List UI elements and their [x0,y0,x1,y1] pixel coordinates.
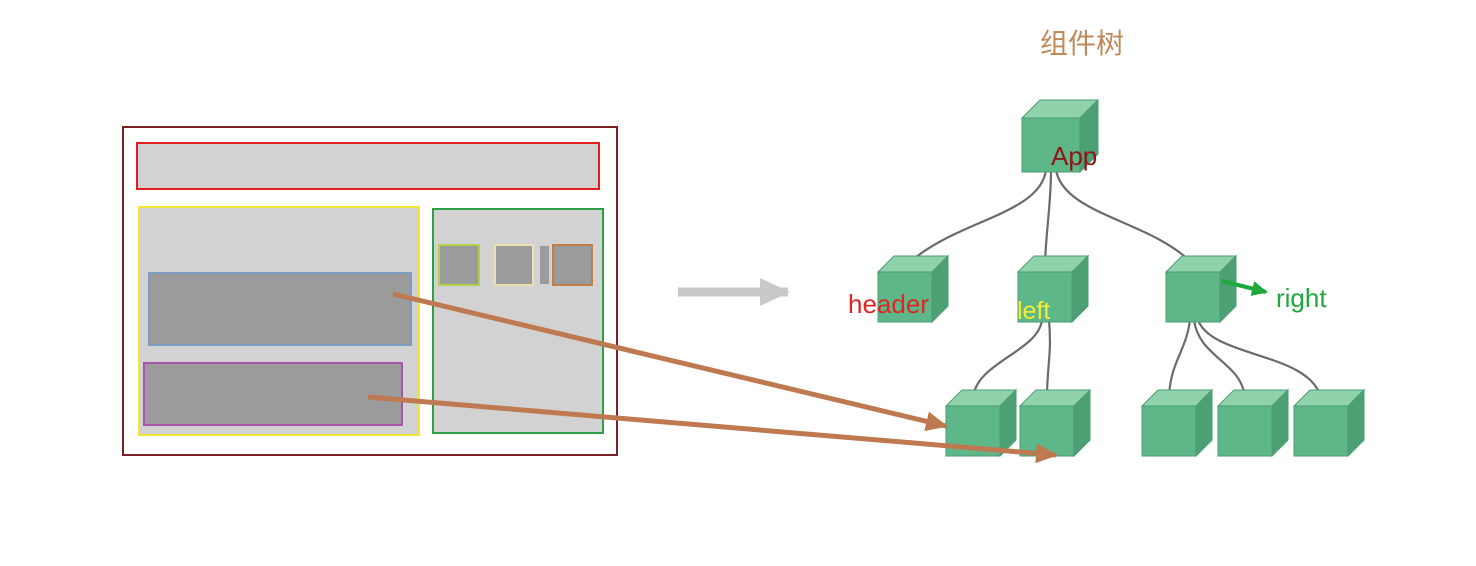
mockup-small-box-1 [438,244,480,286]
ui-mockup-app-box [122,126,618,456]
cube-front-face [1019,405,1075,457]
edge-app-left [1043,168,1053,266]
mockup-right-panel [432,208,604,434]
right-node-label: right [1276,283,1327,313]
tree-node-right-child2-cube [1216,388,1290,458]
cube-front-face [877,271,933,323]
mockup-small-box-gap [540,246,549,284]
edge-right-child1 [1167,318,1192,400]
tree-node-header-cube [876,254,950,324]
tree-node-right-child3-cube [1292,388,1366,458]
cube-front-face [945,405,1001,457]
mockup-blue-box [148,272,412,346]
edge-right-child2 [1192,318,1247,400]
app-node-label: App [1051,141,1098,171]
cube-front-face [1293,405,1349,457]
mockup-header-box [136,142,600,190]
edge-left-child2 [1045,318,1052,400]
cube-front-face [1021,117,1081,173]
tree-edges [906,168,1323,400]
edge-app-header [906,168,1048,266]
tree-node-left-cube [1016,254,1090,324]
tree-node-left-child2-cube [1018,388,1092,458]
edge-app-right [1054,168,1195,266]
tree-node-app-cube [1020,98,1100,174]
tree-node-left-child1-cube [944,388,1018,458]
mockup-small-box-2 [494,244,534,286]
cube-front-face [1165,271,1221,323]
mockup-left-panel [138,206,420,436]
cube-front-face [1017,271,1073,323]
mockup-purple-box [143,362,403,426]
mapping-arrow-blue-box [392,291,948,432]
cube-front-face [1141,405,1197,457]
diagram-title: 组件树 [1040,28,1125,59]
right-label-pointer-arrow [1221,279,1268,296]
edge-right-child3 [1196,318,1323,400]
mapping-arrow-purple-box [367,394,1058,464]
tree-node-right-cube [1164,254,1238,324]
header-node-label: header [848,289,929,319]
mockup-small-box-3 [552,244,593,286]
left-node-label: left [1017,297,1051,325]
edge-left-child1 [971,318,1044,400]
cube-front-face [1217,405,1273,457]
tree-node-right-child1-cube [1140,388,1214,458]
